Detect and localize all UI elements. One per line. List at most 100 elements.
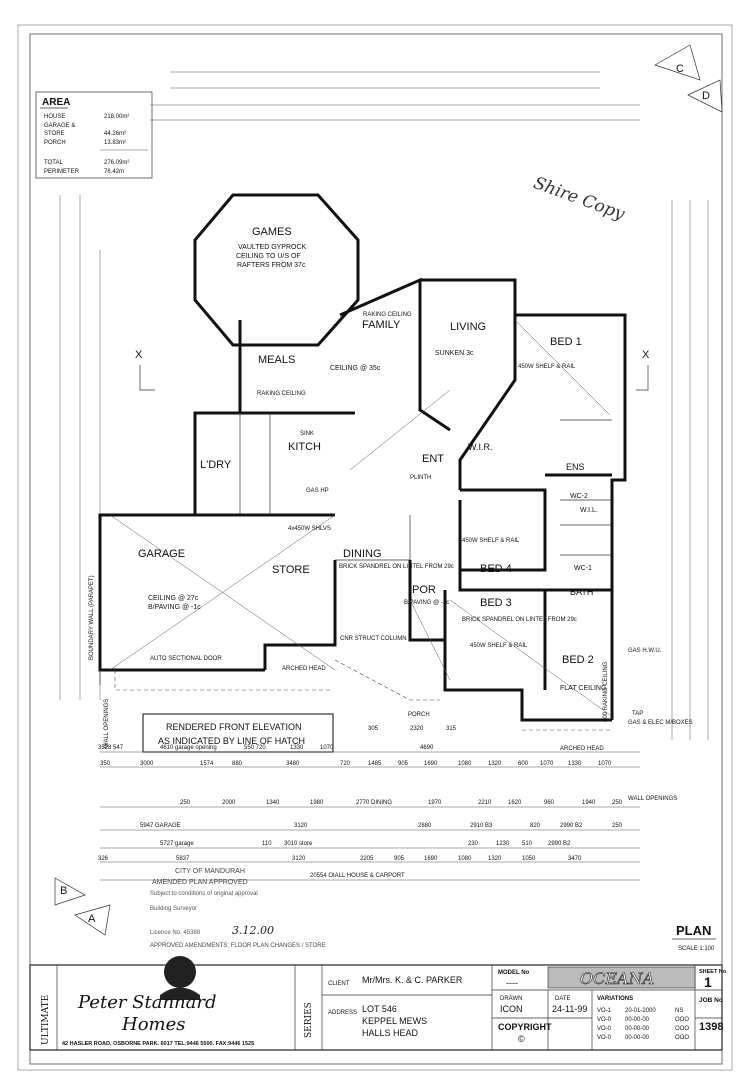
svg-text:VAULTED GYPROCK: VAULTED GYPROCK [238,244,307,251]
svg-text:5947 GARAGE: 5947 GARAGE [140,823,181,829]
svg-text:3120: 3120 [292,856,306,862]
drawn-value: ICON [500,1004,523,1014]
date-value: 24-11-99 [552,1004,587,1014]
top-dimensions [59,71,709,740]
svg-text:NS: NS [675,1008,683,1014]
svg-text:600: 600 [518,761,529,767]
room-family: FAMILY [362,319,401,331]
room-meals: MEALS [258,354,295,366]
ultimate-label: ULTIMATE [41,995,51,1045]
svg-text:20-01-2000: 20-01-2000 [625,1008,656,1014]
svg-text:2320: 2320 [410,726,424,732]
svg-text:110: 110 [262,841,272,847]
company-name-line2: Homes [121,1014,186,1035]
room-bath: BATH [570,587,593,597]
svg-text:D: D [702,90,710,102]
section-marker-b: B [54,877,86,906]
arched-head-store: ARCHED HEAD [282,666,326,672]
dining-lintel: BRICK SPANDREL ON LINTEL FROM 29c [339,564,454,570]
job-no: 1398 [699,1021,723,1033]
svg-text:5727 garage: 5727 garage [160,841,194,847]
svg-text:2880: 2880 [418,823,432,829]
svg-text:13.83m²: 13.83m² [104,140,126,146]
company-name-line1: Peter Stannard [77,992,217,1013]
svg-text:5837: 5837 [176,856,190,862]
company-address: 42 HASLER ROAD, OSBORNE PARK. 6017 TEL:9… [62,1041,254,1047]
svg-text:4690: 4690 [420,745,434,751]
svg-text:AMENDED PLAN APPROVED: AMENDED PLAN APPROVED [152,879,248,886]
company-portrait [160,956,200,1000]
section-marker-x-left: X [135,349,155,391]
room-bed2: BED 2 [562,654,594,666]
svg-text:PORCH: PORCH [44,140,66,146]
svg-text:Subject to conditions of origi: Subject to conditions of original approv… [150,891,258,897]
svg-text:2210: 2210 [478,800,492,806]
room-wc1: WC-1 [574,565,592,572]
ceiling-35c: CEILING @ 35c [330,365,381,372]
room-bed1: BED 1 [550,336,582,348]
sheet-label: SHEET No [699,969,727,975]
svg-text:250: 250 [180,800,191,806]
room-dining: DINING [343,548,382,560]
svg-text:Building Surveyor: Building Surveyor [150,906,197,912]
area-heading: AREA [42,97,70,108]
section-marker-x-right: X [636,349,650,391]
address-line2: KEPPEL MEWS [362,1016,427,1026]
svg-text:SCALE 1:100: SCALE 1:100 [678,946,715,952]
family-ceiling: RAKING CEILING [363,312,412,318]
room-kitch: KITCH [288,441,321,453]
svg-text:1970: 1970 [428,800,442,806]
svg-text:VO-0: VO-0 [597,1017,612,1023]
svg-text:1330: 1330 [290,745,304,751]
room-bed4: BED 4 [480,563,512,575]
svg-text:RENDERED FRONT ELEVATION: RENDERED FRONT ELEVATION [166,722,302,732]
svg-text:1080: 1080 [458,856,472,862]
date-label: DATE [555,996,571,1002]
svg-text:3120: 3120 [294,823,308,829]
svg-text:1050: 1050 [522,856,536,862]
sheet-border [17,24,733,1071]
svg-text:CEILING TO U/S OF: CEILING TO U/S OF [236,253,301,260]
svg-text:A: A [88,913,96,925]
svg-text:TOTAL: TOTAL [44,160,63,166]
svg-text:1690: 1690 [424,856,438,862]
svg-text:350: 350 [100,761,111,767]
gas-hp-label: GAS HP [306,488,329,494]
room-laundry: L'DRY [200,459,232,471]
svg-text:3000: 3000 [140,761,154,767]
bottom-dimensions: 3528 547 4610 garage opening 550 720 133… [98,699,677,881]
auto-sectional-door: AUTO SECTIONAL DOOR [150,656,222,662]
svg-text:VO-0: VO-0 [597,1035,612,1041]
room-garage: GARAGE [138,548,185,560]
svg-text:1940: 1940 [582,800,596,806]
svg-text:250: 250 [612,800,623,806]
svg-text:VO-1: VO-1 [597,1008,612,1014]
svg-text:1690: 1690 [424,761,438,767]
address-line1: LOT 546 [362,1004,397,1014]
house-walls [98,277,627,731]
svg-text:550 720: 550 720 [244,745,266,751]
handwritten-shire-copy: Shire Copy [531,173,628,225]
svg-text:OOO: OOO [675,1017,689,1023]
svg-text:X: X [135,349,143,361]
bed2-ceiling: FLAT CEILING [560,685,606,692]
model-no: ---- [506,978,518,988]
svg-text:510: 510 [522,841,533,847]
arched-head-bed2: ARCHED HEAD [560,746,604,752]
svg-text:326: 326 [98,856,109,862]
porch-label: PORCH [408,712,430,718]
svg-text:3470: 3470 [568,856,582,862]
svg-text:VO-0: VO-0 [597,1026,612,1032]
cnr-struct-column: CNR STRUCT COLUMN [340,636,407,642]
council-stamp: CITY OF MANDURAH AMENDED PLAN APPROVED S… [150,868,326,949]
svg-text:1230: 1230 [496,841,510,847]
svg-text:1980: 1980 [310,800,324,806]
svg-text:PLAN: PLAN [676,923,711,938]
drawn-label: DRAWN [500,996,522,1002]
room-porch-entry: POR [412,584,436,596]
client-name: Mr/Mrs. K. & C. PARKER [362,975,463,985]
svg-text:720: 720 [340,761,351,767]
room-games: GAMES VAULTED GYPROCK CEILING TO U/S OF … [193,193,360,347]
svg-text:2910 B3: 2910 B3 [470,823,493,829]
